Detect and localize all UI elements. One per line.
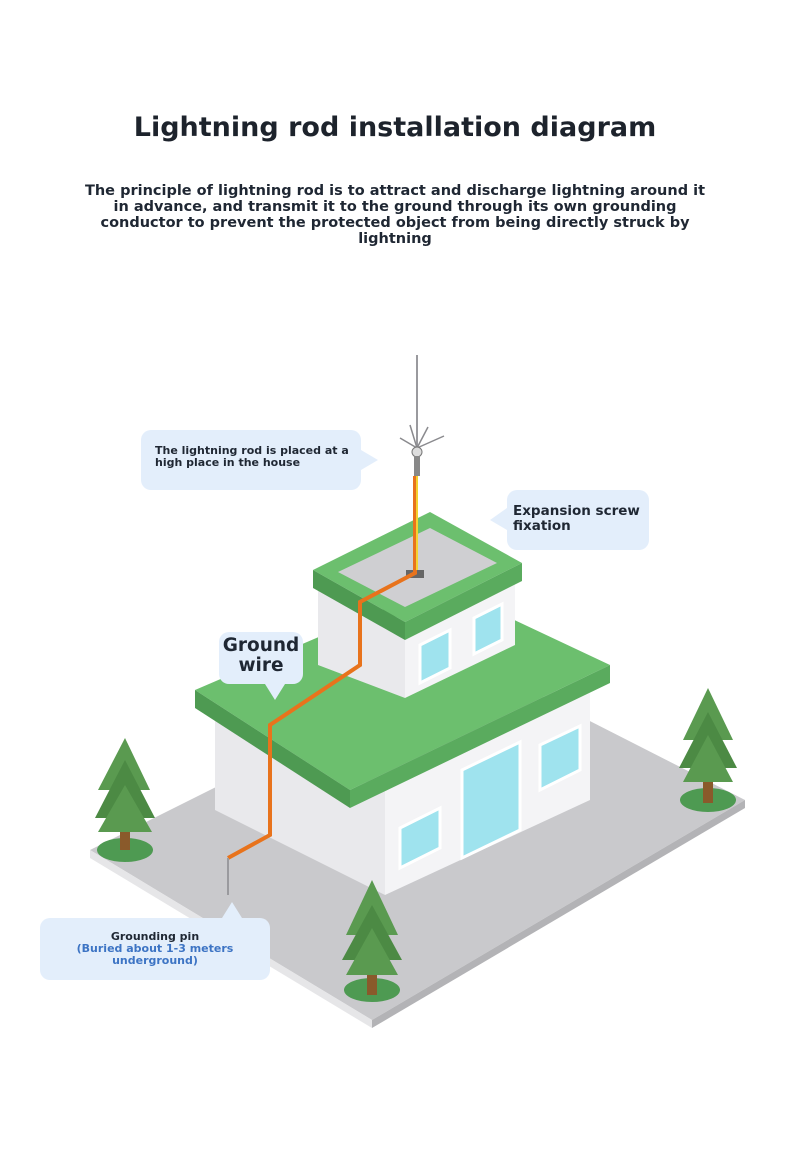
window [538,723,582,793]
grounding-pin-title: Grounding pin [110,930,200,943]
tree [679,688,737,812]
window [398,805,442,871]
door [460,739,522,861]
callout-lightning-rod: The lightning rod is placed at a high pl… [141,430,361,490]
callout-expansion-screw: Expansion screw fixation [507,490,649,550]
page-subtitle: The principle of lightning rod is to att… [84,183,706,247]
rod-tip-spikes [399,424,445,449]
window [472,601,504,657]
window [418,627,452,686]
ground-wire [227,476,417,860]
page-title: Lightning rod installation diagram [133,112,657,143]
tree [342,880,402,1002]
callout-grounding-pin: Grounding pin (Buried about 1-3 meters u… [40,918,270,980]
grounding-pin-note: (Buried about 1-3 meters underground) [76,942,234,967]
callout-ground-wire: Ground wire [219,632,303,684]
tree [95,738,155,862]
main-wall-left [215,720,385,895]
